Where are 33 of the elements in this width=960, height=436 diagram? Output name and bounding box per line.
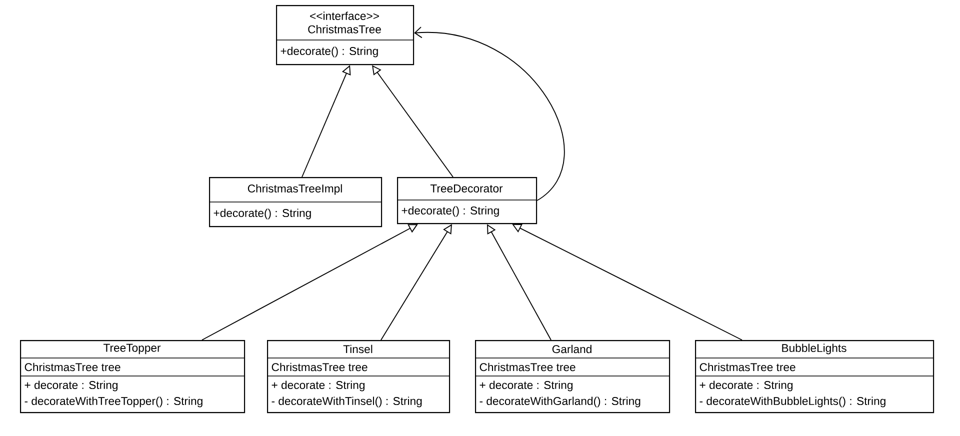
class-box [474,340,670,414]
method-text: + decorate : String [272,380,365,392]
method-text: - decorateWithBubbleLights() : String [700,396,886,408]
association-arrow [414,26,565,201]
attribute-text: ChristmasTree tree [24,362,120,372]
class-name: TreeTopper [103,344,161,354]
class-name: BubbleLights [782,344,846,354]
inheritance-arrow [202,224,418,340]
method-text: +decorate() : String [402,206,499,217]
class-name: ChristmasTreeImpl [248,184,342,195]
method-text: - decorateWithGarland() : String [480,396,640,408]
class-box [208,177,382,228]
method-text: - decorateWithTinsel() : String [272,396,422,408]
method-text: +decorate() : String [214,208,311,220]
attribute-text: ChristmasTree tree [480,362,576,372]
method-text: +decorate() : String [280,46,378,58]
attribute-text: ChristmasTree tree [700,362,796,372]
class-name: TreeDecorator [430,184,503,192]
inheritance-arrow [380,224,452,340]
method-text: + decorate : String [700,380,793,392]
class-box [20,340,246,414]
attribute-text: ChristmasTree tree [272,362,368,372]
class-box [266,340,450,414]
class-box [694,340,934,414]
method-text: + decorate : String [24,380,118,392]
class-box [276,5,414,66]
method-text: + decorate : String [480,380,573,392]
method-text: - decorateWithTreeTopper() : String [24,396,202,408]
class-name: Garland [552,344,592,354]
class-box [396,177,538,224]
inheritance-arrow [372,65,454,178]
class-name: Tinsel [343,344,372,354]
class-name: <<interface>> ChristmasTree [308,12,381,34]
